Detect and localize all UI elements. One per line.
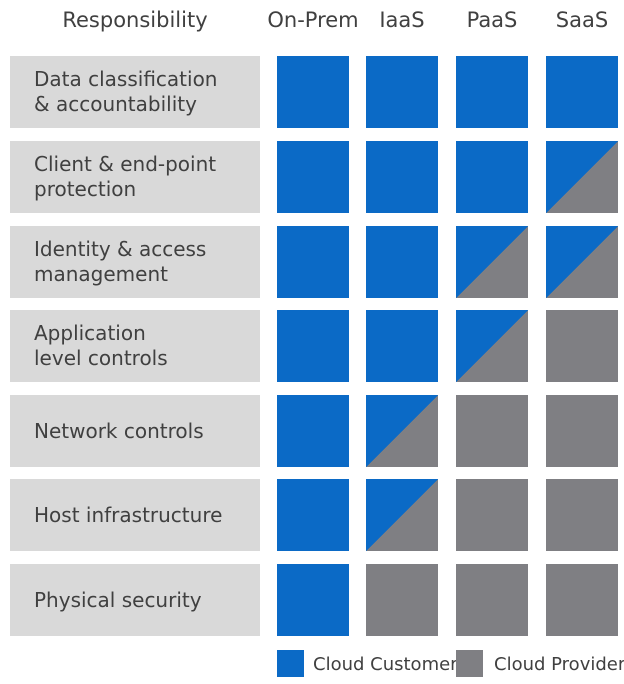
legend-provider-label: Cloud Provider [494,654,624,675]
cell-physical-security-paas [456,564,528,636]
row-label-application-controls: Application level controls [10,310,260,382]
row-label-identity-access: Identity & access management [10,226,260,298]
row-label-text: Application level controls [34,321,168,370]
cell-identity-access-iaas [366,226,438,298]
cell-network-controls-saas [546,395,618,467]
cell-application-controls-on-prem [277,310,349,382]
legend-provider-swatch [456,650,483,677]
cell-identity-access-on-prem [277,226,349,298]
row-label-text: Network controls [34,418,204,443]
header-on-prem: On-Prem [267,8,359,32]
cell-network-controls-iaas [366,395,438,467]
row-label-data-classification: Data classification & accountability [10,56,260,128]
row-label-host-infrastructure: Host infrastructure [10,479,260,551]
cell-application-controls-saas [546,310,618,382]
header-responsibility: Responsibility [62,8,208,32]
header-iaas: IaaS [379,8,425,32]
cell-network-controls-on-prem [277,395,349,467]
cell-application-controls-iaas [366,310,438,382]
cell-physical-security-on-prem [277,564,349,636]
cell-host-infrastructure-iaas [366,479,438,551]
cell-network-controls-paas [456,395,528,467]
row-label-network-controls: Network controls [10,395,260,467]
cell-data-classification-on-prem [277,56,349,128]
header-saas: SaaS [555,8,609,32]
header-paas: PaaS [466,8,518,32]
cell-client-endpoint-paas [456,141,528,213]
cell-host-infrastructure-paas [456,479,528,551]
legend-customer-swatch [277,650,304,677]
cell-identity-access-paas [456,226,528,298]
cell-host-infrastructure-on-prem [277,479,349,551]
row-label-client-endpoint: Client & end-point protection [10,141,260,213]
cell-data-classification-iaas [366,56,438,128]
cell-data-classification-paas [456,56,528,128]
cell-client-endpoint-saas [546,141,618,213]
cell-client-endpoint-on-prem [277,141,349,213]
cell-identity-access-saas [546,226,618,298]
cell-data-classification-saas [546,56,618,128]
cell-host-infrastructure-saas [546,479,618,551]
cell-client-endpoint-iaas [366,141,438,213]
row-label-physical-security: Physical security [10,564,260,636]
cell-application-controls-paas [456,310,528,382]
cell-physical-security-iaas [366,564,438,636]
row-label-text: Data classification & accountability [34,67,218,116]
row-label-text: Identity & access management [34,237,207,286]
cell-physical-security-saas [546,564,618,636]
row-label-text: Host infrastructure [34,502,223,527]
row-label-text: Physical security [34,587,202,612]
legend-customer-label: Cloud Customer [313,654,458,675]
row-label-text: Client & end-point protection [34,152,217,201]
